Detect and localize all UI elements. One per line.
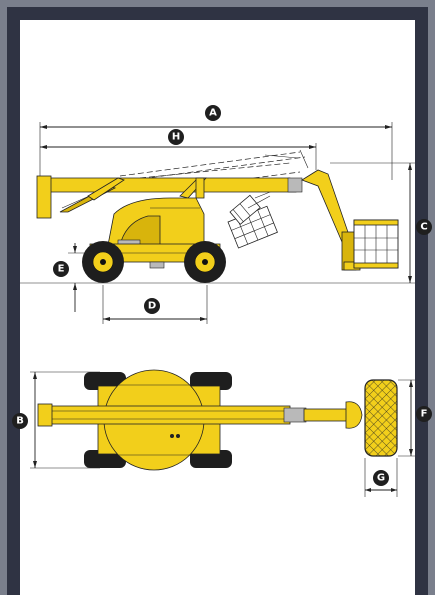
dimension-g: G — [364, 458, 398, 497]
label-h-badge — [168, 129, 184, 145]
label-f: F — [421, 409, 428, 420]
label-c-badge — [416, 219, 432, 235]
dimension-c: C — [330, 162, 432, 283]
side-view: A H C — [20, 105, 432, 324]
label-g-badge — [373, 470, 389, 486]
label-a: A — [209, 108, 217, 119]
counterweight — [36, 175, 52, 219]
front-wheel — [82, 241, 124, 283]
label-a-badge — [205, 105, 221, 121]
boom-top — [37, 401, 363, 429]
main-boom — [36, 175, 303, 219]
platform-top — [364, 379, 398, 457]
platform-basket — [353, 219, 399, 269]
label-h: H — [172, 132, 180, 143]
label-c: C — [420, 222, 427, 233]
dimension-e: E — [53, 243, 92, 312]
label-e-badge — [53, 261, 69, 277]
label-b: B — [16, 416, 24, 427]
label-f-badge — [416, 406, 432, 422]
label-b-badge — [12, 413, 28, 429]
turntable — [107, 197, 205, 247]
label-e: E — [58, 264, 65, 275]
dimension-d: D — [102, 285, 208, 324]
tire-rear-left — [190, 372, 232, 390]
dimension-h: H — [40, 129, 317, 170]
label-d: D — [148, 301, 156, 312]
label-g: G — [377, 473, 385, 484]
dimension-a: A — [39, 105, 393, 185]
dimension-f: F — [398, 379, 432, 457]
jib-and-platform — [301, 169, 399, 271]
top-view: B — [12, 369, 432, 497]
tire-rear-right — [190, 450, 232, 468]
tire-front-left — [84, 372, 126, 390]
label-d-badge — [144, 298, 160, 314]
rear-wheel — [184, 241, 226, 283]
dimension-b: B — [12, 371, 100, 469]
tire-front-right — [84, 450, 126, 468]
